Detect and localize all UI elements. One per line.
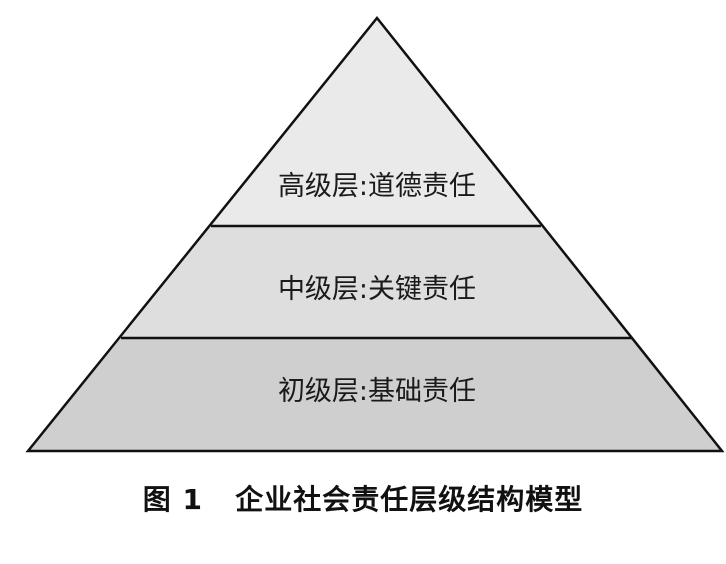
pyramid-diagram: 高级层:道德责任 中级层:关键责任 初级层:基础责任 xyxy=(25,16,725,453)
pyramid-tier-middle xyxy=(121,226,632,338)
tier-label-middle: 中级层:关键责任 xyxy=(278,274,476,305)
figure-caption: 图 1 企业社会责任层级结构模型 xyxy=(0,478,726,518)
tier-label-top: 高级层:道德责任 xyxy=(278,171,476,202)
figure-title: 企业社会责任层级结构模型 xyxy=(235,483,584,516)
pyramid-tier-top xyxy=(211,18,541,226)
pyramid-outline xyxy=(25,16,725,453)
figure-number: 图 1 xyxy=(142,483,203,516)
pyramid-tier-bottom xyxy=(28,338,722,451)
tier-label-bottom: 初级层:基础责任 xyxy=(278,376,476,407)
